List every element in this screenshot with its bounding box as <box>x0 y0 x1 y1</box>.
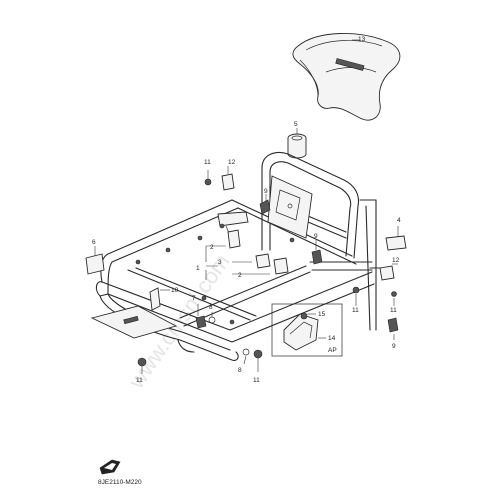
bolt-part-7 <box>195 315 207 329</box>
inset-label: AP <box>328 347 337 354</box>
callout-6: 6 <box>92 239 96 246</box>
bolt-part-9-top <box>259 199 271 215</box>
washer-part-8-upper <box>208 316 216 324</box>
callout-11-left: 11 <box>136 377 143 384</box>
callout-2-b: 2 <box>238 272 242 279</box>
seat-cover-part <box>292 33 401 121</box>
callout-14: 14 <box>328 335 336 342</box>
callout-9-mid: 9 <box>314 233 318 240</box>
nut-part-bottom <box>253 349 263 359</box>
callout-8-lower: 8 <box>238 367 242 374</box>
callout-9-top: 9 <box>264 188 268 195</box>
nut-part-left <box>137 357 147 367</box>
drawing-code: 8JE2110-M220 <box>98 479 142 486</box>
callout-2-a: 2 <box>210 244 214 251</box>
callout-15: 15 <box>318 311 326 318</box>
callout-10: 10 <box>171 287 179 294</box>
bolt-part-9-right <box>387 317 399 333</box>
callout-8-upper: 8 <box>209 304 213 311</box>
callout-11-top: 11 <box>204 159 211 166</box>
main-frame-part <box>95 151 385 361</box>
callout-12-right: 12 <box>392 257 400 264</box>
clamp-part-12-right <box>379 265 395 281</box>
callout-13: 13 <box>358 36 366 43</box>
front-direction-icon <box>99 459 121 475</box>
bracket-part-10 <box>149 287 161 311</box>
clamp-part-12-top <box>221 173 235 191</box>
label-part-right <box>385 235 407 251</box>
callout-11-right: 11 <box>390 307 397 314</box>
bushing-part <box>287 133 307 159</box>
clip-part-2b <box>273 257 289 275</box>
callout-12-top: 12 <box>228 159 236 166</box>
collar-part-3 <box>255 253 271 269</box>
ap-inset-box <box>271 303 343 357</box>
skid-plate-part <box>90 305 178 339</box>
callout-1: 1 <box>196 265 200 272</box>
callout-11-right-lower: 11 <box>352 307 359 314</box>
nut-part-right <box>352 286 360 294</box>
callout-11-bottom: 11 <box>253 377 260 384</box>
callout-7: 7 <box>192 295 196 302</box>
label-part-left <box>85 253 105 275</box>
washer-part-8-lower <box>242 348 250 356</box>
callout-5: 5 <box>294 121 298 128</box>
callout-3: 3 <box>218 259 222 266</box>
nut-part-right-2 <box>391 291 397 297</box>
callout-9-right: 9 <box>392 343 396 350</box>
callout-4: 4 <box>397 217 401 224</box>
clip-part-2 <box>227 229 241 249</box>
nut-part <box>204 178 212 186</box>
bolt-part-9-mid <box>311 249 323 265</box>
